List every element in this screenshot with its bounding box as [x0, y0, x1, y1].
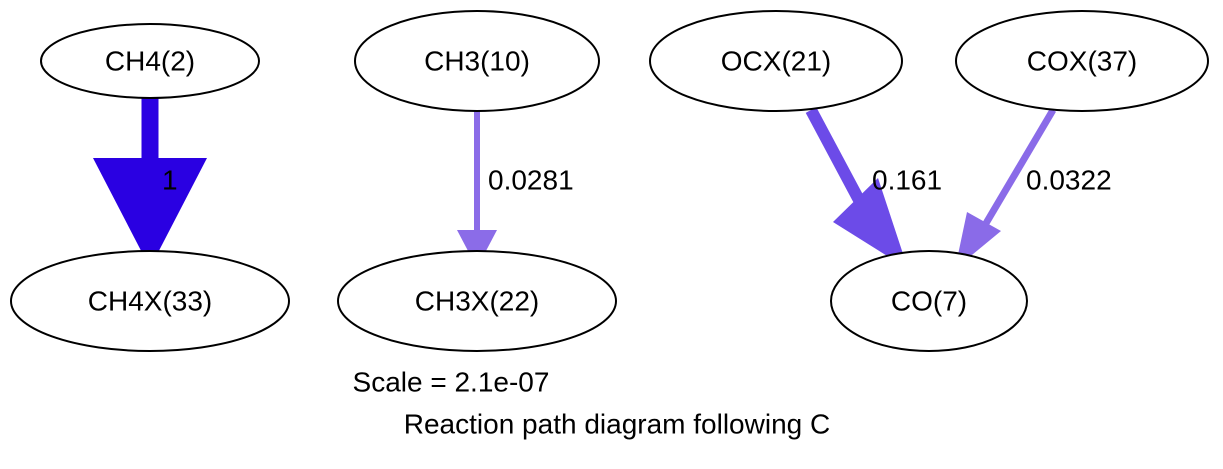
- edge-arrowhead: [93, 158, 207, 268]
- edge-line: [805, 107, 865, 203]
- scale-label: Scale = 2.1e-07: [353, 367, 550, 398]
- edge-ocx-to-co: 0.161: [805, 107, 942, 269]
- node-co-7: CO(7): [830, 250, 1028, 352]
- node-ellipse: [955, 10, 1209, 112]
- edge-label: 0.161: [872, 165, 942, 196]
- node-label: CH3(10): [424, 46, 530, 77]
- node-ch3-10: CH3(10): [354, 10, 600, 112]
- edge-cox-to-co: 0.0322: [955, 108, 1112, 269]
- node-ocx-21: OCX(21): [649, 10, 903, 112]
- edge-arrowhead: [457, 230, 497, 268]
- node-ellipse: [10, 250, 290, 352]
- node-label: CH3X(22): [415, 286, 539, 317]
- edge-label: 1: [162, 165, 178, 196]
- node-label: CH4X(33): [88, 286, 212, 317]
- node-ch4x-33: CH4X(33): [10, 250, 290, 352]
- node-ch4-2: CH4(2): [40, 23, 260, 99]
- node-label: COX(37): [1027, 46, 1137, 77]
- node-ellipse: [354, 10, 600, 112]
- node-cox-37: COX(37): [955, 10, 1209, 112]
- node-label: CO(7): [891, 286, 967, 317]
- edge-label: 0.0281: [488, 165, 574, 196]
- node-ellipse: [40, 23, 260, 99]
- node-ellipse: [649, 10, 903, 112]
- edges: 1 0.0281 0.161 0.0322: [93, 92, 1112, 269]
- node-label: CH4(2): [105, 46, 195, 77]
- edge-ch3-to-ch3x: 0.0281: [457, 111, 574, 268]
- edge-label: 0.0322: [1026, 165, 1112, 196]
- node-ellipse: [830, 250, 1028, 352]
- edge-line: [981, 108, 1057, 227]
- node-ellipse: [337, 250, 617, 352]
- edge-ch4-to-ch4x: 1: [93, 92, 207, 268]
- node-ch3x-22: CH3X(22): [337, 250, 617, 352]
- edge-arrowhead: [833, 178, 908, 269]
- nodes: CH4(2) CH3(10) OCX(21) COX(37) CH4X(33) …: [10, 10, 1209, 352]
- diagram-caption: Reaction path diagram following C: [404, 409, 830, 440]
- node-label: OCX(21): [721, 46, 831, 77]
